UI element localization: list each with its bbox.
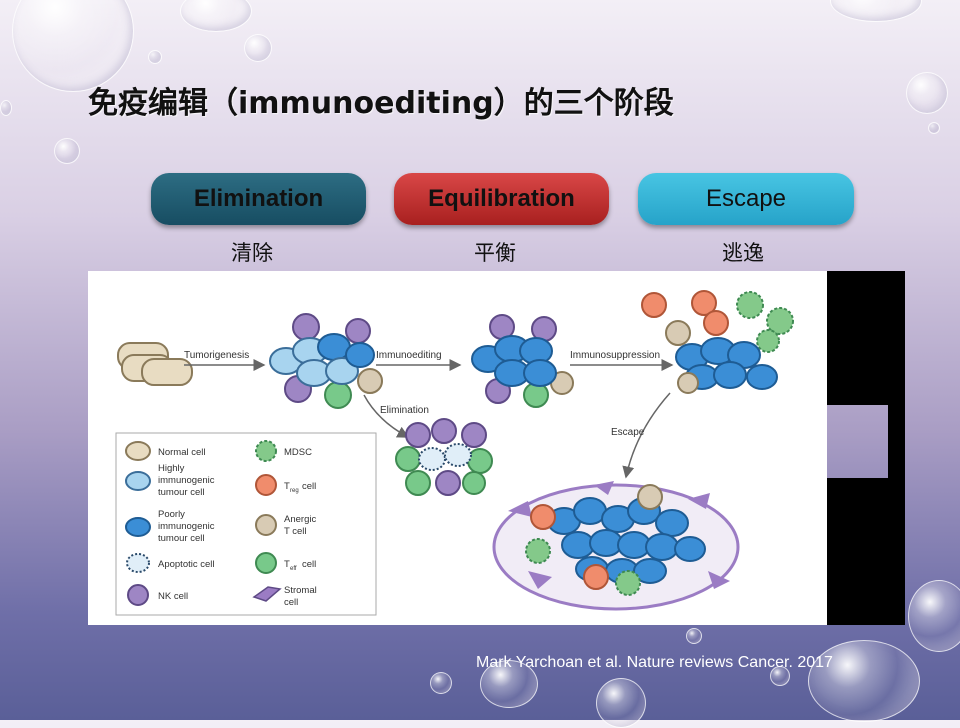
legend-nk-icon	[127, 584, 149, 606]
phase-elimination-caption: 清除	[231, 241, 273, 265]
label-escape: Escape	[611, 427, 645, 438]
legend-stromal-line2: cell	[284, 597, 298, 608]
phase-escape-button[interactable]: Escape	[638, 173, 854, 225]
bubble-decoration	[244, 34, 272, 62]
legend-teff-icon	[255, 552, 277, 574]
tumour-cluster-initial	[269, 313, 383, 409]
legend-teff-cell: cell	[302, 559, 316, 570]
legend-treg-t: T	[284, 481, 290, 492]
legend-highly-line3: tumour cell	[158, 487, 204, 498]
legend-poorly-line1: Poorly	[158, 509, 185, 520]
legend-mdsc-label: MDSC	[284, 447, 312, 458]
citation: Mark Yarchoan et al. Nature reviews Canc…	[476, 654, 833, 671]
legend-apoptotic-icon	[126, 553, 150, 573]
bubble-decoration	[54, 138, 80, 164]
legend-mdsc-icon	[255, 440, 277, 462]
slide-title: 免疫编辑（immunoediting）的三个阶段	[88, 86, 674, 121]
legend-poorly-icon	[125, 517, 151, 537]
bubble-decoration	[908, 580, 960, 652]
bubble-decoration	[0, 100, 12, 116]
legend-anergic-icon	[255, 514, 277, 536]
legend-anergic-line1: Anergic	[284, 514, 316, 525]
legend-stromal-icon	[252, 586, 282, 602]
legend-normal-label: Normal cell	[158, 447, 206, 458]
bubble-decoration	[686, 628, 702, 644]
normal-cells-group	[117, 342, 193, 386]
legend: Normal cell Highly immunogenic tumour ce…	[115, 432, 377, 616]
legend-poorly-line3: tumour cell	[158, 533, 204, 544]
legend-stromal-line1: Stromal	[284, 585, 317, 596]
apoptotic-cluster	[395, 418, 493, 496]
bubble-decoration	[906, 72, 948, 114]
redaction-block	[888, 405, 905, 478]
legend-highly-icon	[125, 471, 151, 491]
label-immunoediting: Immunoediting	[376, 350, 442, 361]
legend-teff-t: T	[284, 559, 290, 570]
bubble-decoration	[148, 50, 162, 64]
legend-treg-icon	[255, 474, 277, 496]
legend-nk-label: NK cell	[158, 591, 188, 602]
legend-teff-sub: eff	[290, 566, 297, 572]
tumour-cluster-equilibrium	[471, 314, 574, 408]
label-tumorigenesis: Tumorigenesis	[184, 350, 249, 361]
legend-treg-cell: cell	[302, 481, 316, 492]
legend-anergic-line2: T cell	[284, 526, 307, 537]
redaction-block	[827, 478, 905, 625]
legend-poorly-line2: immunogenic	[158, 521, 215, 532]
bubble-decoration	[180, 0, 252, 32]
legend-normal-icon	[125, 441, 151, 461]
phase-equilibration-button[interactable]: Equilibration	[394, 173, 609, 225]
bubble-decoration	[928, 122, 940, 134]
tumour-cluster-immunosuppression	[641, 290, 794, 394]
legend-treg-sub: reg	[290, 488, 299, 494]
immunoediting-figure: Tumorigenesis Immunoediting Immunosuppre…	[88, 271, 827, 625]
label-immunosuppression: Immunosuppression	[570, 350, 660, 361]
bubble-decoration	[808, 640, 920, 722]
arrow-escape	[622, 392, 671, 479]
bubble-decoration	[480, 660, 538, 708]
phase-escape-caption: 逃逸	[722, 241, 764, 265]
escape-tumour-mass	[492, 481, 740, 611]
legend-highly-line1: Highly	[158, 463, 185, 474]
bubble-decoration	[830, 0, 922, 22]
arrow-elimination	[363, 394, 410, 438]
phase-equilibration-caption: 平衡	[474, 241, 516, 265]
bubble-decoration	[596, 678, 646, 728]
bubble-decoration	[430, 672, 452, 694]
redaction-block	[827, 271, 905, 405]
bubble-decoration	[770, 666, 790, 686]
label-elimination: Elimination	[380, 405, 429, 416]
legend-apoptotic-label: Apoptotic cell	[158, 559, 215, 570]
legend-highly-line2: immunogenic	[158, 475, 215, 486]
phase-elimination-button[interactable]: Elimination	[151, 173, 366, 225]
